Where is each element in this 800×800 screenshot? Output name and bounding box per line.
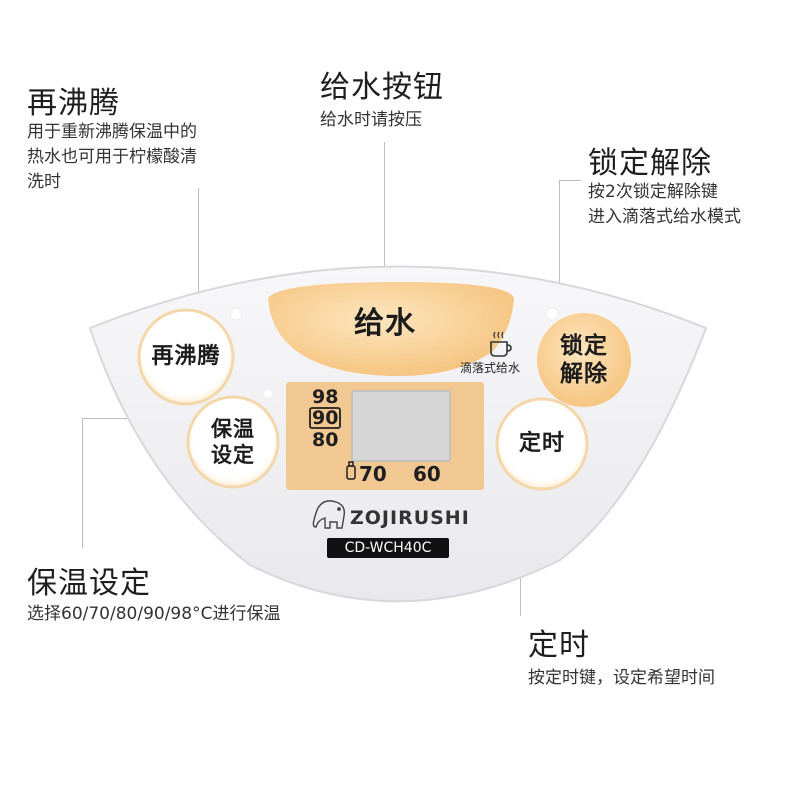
lcd-screen bbox=[351, 390, 451, 462]
lcd-temp-98: 98 bbox=[312, 386, 339, 408]
leader-line-unlock-v bbox=[559, 180, 560, 295]
keepwarm-button-label: 保温 设定 bbox=[183, 416, 283, 468]
keepwarm-button-label-line: 保温 bbox=[211, 417, 255, 441]
keepwarm-button-shape[interactable] bbox=[186, 395, 280, 489]
lcd-temp-70: 70 bbox=[359, 462, 387, 486]
indicator-light-keepwarm bbox=[262, 388, 274, 400]
callout-keepwarm-desc: 选择60/70/80/90/98°C进行保温 bbox=[27, 604, 281, 624]
unlock-button-label: 锁定 解除 bbox=[534, 332, 634, 388]
bottle-icon bbox=[346, 461, 356, 480]
water-button-shape[interactable] bbox=[268, 282, 514, 376]
indicator-light-right bbox=[545, 307, 559, 321]
unlock-button-label-line: 锁定 bbox=[560, 333, 608, 359]
callout-reboil-desc: 用于重新沸腾保温中的 热水也可用于柠檬酸清 洗时 bbox=[27, 120, 197, 195]
leader-line-reboil bbox=[198, 188, 199, 298]
leader-line-water bbox=[384, 142, 385, 342]
timer-button-shape[interactable] bbox=[495, 397, 589, 491]
keepwarm-button-label-line: 设定 bbox=[211, 443, 255, 467]
callout-timer-title: 定时 bbox=[528, 628, 590, 663]
leader-line-keepwarm-v bbox=[82, 418, 83, 548]
lcd-temp-60: 60 bbox=[413, 462, 441, 486]
leader-line-unlock-h bbox=[559, 180, 581, 181]
callout-unlock-title: 锁定解除 bbox=[588, 146, 712, 181]
callout-reboil-desc-line: 用于重新沸腾保温中的 bbox=[27, 122, 197, 142]
callout-water-title: 给水按钮 bbox=[320, 70, 444, 105]
water-button-label: 给水 bbox=[354, 306, 416, 341]
model-badge: CD-WCH40C bbox=[327, 538, 449, 558]
callout-timer-desc: 按定时键，设定希望时间 bbox=[528, 668, 715, 688]
lcd-temp-90: 90 bbox=[312, 407, 339, 429]
callout-keepwarm-title: 保温设定 bbox=[27, 566, 151, 601]
drip-mode-label: 滴落式给水 bbox=[460, 361, 521, 375]
unlock-button-label-line: 解除 bbox=[560, 361, 608, 387]
indicator-light-left bbox=[229, 307, 243, 321]
callout-reboil-desc-line: 洗时 bbox=[27, 172, 61, 192]
lcd-temp-80: 80 bbox=[312, 429, 339, 451]
unlock-button-shape[interactable] bbox=[537, 313, 631, 407]
callout-unlock-desc-line: 进入滴落式给水模式 bbox=[588, 207, 741, 227]
callout-unlock-desc: 按2次锁定解除键 进入滴落式给水模式 bbox=[588, 180, 741, 230]
elephant-logo-icon bbox=[312, 500, 346, 529]
lcd-selected-frame bbox=[309, 407, 341, 429]
reboil-button-shape[interactable] bbox=[137, 308, 235, 406]
callout-water-desc: 给水时请按压 bbox=[320, 110, 422, 130]
callout-reboil-title: 再沸腾 bbox=[27, 86, 120, 121]
callout-unlock-desc-line: 按2次锁定解除键 bbox=[588, 182, 718, 202]
reboil-button-label: 再沸腾 bbox=[151, 344, 221, 369]
brand-logo-text: ZOJIRUSHI bbox=[350, 507, 470, 529]
drip-cup-icon bbox=[490, 331, 512, 357]
timer-button-label: 定时 bbox=[518, 431, 565, 456]
callout-reboil-desc-line: 热水也可用于柠檬酸清 bbox=[27, 147, 197, 167]
